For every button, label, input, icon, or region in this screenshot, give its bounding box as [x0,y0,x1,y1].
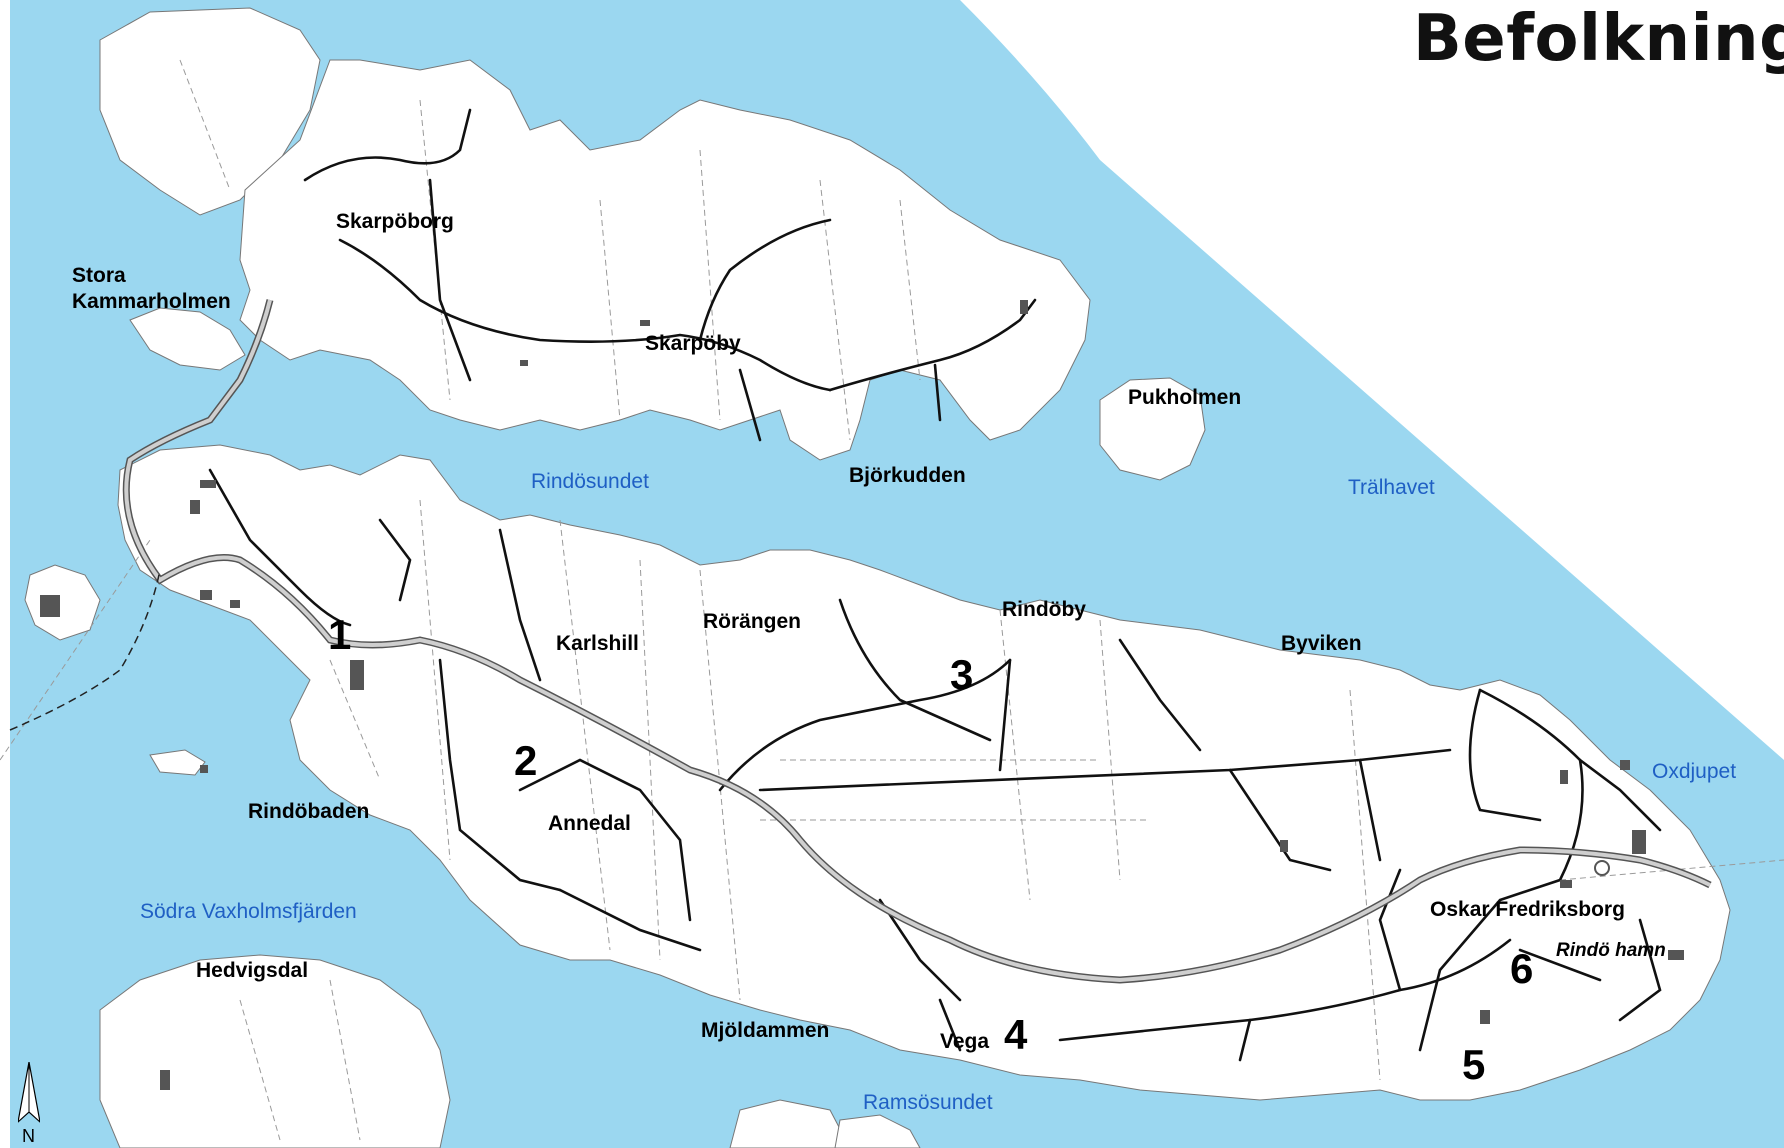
area-number-2: 2 [514,737,538,784]
label-karlshill: Karlshill [556,632,639,655]
area-number-1: 1 [328,611,352,658]
label-bjorkudden: Björkudden [849,464,966,487]
island-hedvigsdal [99,954,451,1148]
label-skarpoby: Skarpöby [645,332,741,355]
label-pukholmen: Pukholmen [1128,386,1242,409]
label-sodra-vaxholmsfjarden: Södra Vaxholmsfjärden [140,900,357,923]
label-rindobaden: Rindöbaden [248,800,370,823]
label-rindo-hamn: Rindö hamn [1556,940,1666,961]
label-ramsosundet: Ramsösundet [863,1091,993,1114]
property-lines [0,59,1784,1141]
label-vega: Vega [940,1030,990,1053]
outer-margin-ne [0,0,1784,760]
outer-margin-w [0,0,10,1148]
island-stora-kammarholmen [129,307,246,371]
island-skarpo [239,59,1091,461]
label-byviken: Byviken [1281,632,1362,655]
minor-roads [208,108,1662,1062]
north-label: N [22,1126,35,1146]
north-arrow-icon [18,1062,40,1123]
islet-west [24,564,101,641]
main-road [122,299,1712,984]
area-number-3: 3 [950,651,974,698]
island-pukholmen [1099,377,1206,481]
roundabout [1594,860,1610,876]
label-rindosundet: Rindösundet [531,470,649,493]
label-stora: Stora [72,264,126,287]
label-rindoby: Rindöby [1002,598,1086,621]
area-number-6: 6 [1510,945,1534,992]
label-oxdjupet: Oxdjupet [1652,760,1737,783]
islet-south-2 [834,1114,921,1148]
ferry-line [9,569,161,731]
label-skarpoborg: Skarpöborg [336,210,454,233]
label-tralhavet: Trälhavet [1348,476,1435,499]
island-rindo [117,444,1731,1101]
buildings [40,300,1684,1090]
label-annedal: Annedal [548,812,631,835]
area-number-4: 4 [1004,1011,1028,1058]
label-hedvigsdal: Hedvigsdal [196,959,309,982]
label-oskar-fredriksborg: Oskar Fredriksborg [1430,898,1625,921]
map-title: Befolkning [1413,2,1784,76]
label-kammarholmen: Kammarholmen [72,290,231,313]
label-mjoldammen: Mjöldammen [701,1019,830,1042]
label-rorangen: Rörängen [703,610,802,633]
area-number-5: 5 [1462,1041,1486,1088]
